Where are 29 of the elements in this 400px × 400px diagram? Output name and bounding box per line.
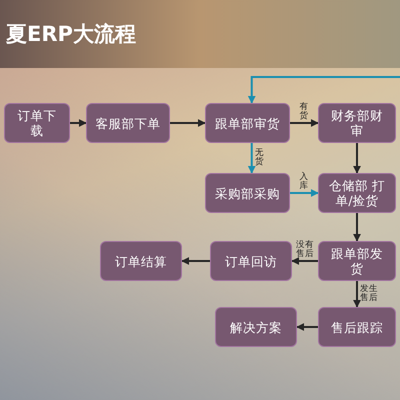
process-box: 跟单部发货 (318, 241, 396, 281)
edge-label: 发生售后 (360, 285, 378, 303)
arrow (353, 213, 361, 242)
process-box: 订单结算 (100, 241, 182, 281)
process-box: 订单下载 (4, 103, 70, 143)
arrow (181, 257, 210, 265)
process-box: 跟单部审货 (205, 103, 290, 143)
process-box: 订单回访 (210, 241, 292, 281)
process-box: 客服部下单 (86, 103, 170, 143)
edge-label: 入库 (300, 173, 308, 191)
title: 夏ERP大流程 (6, 21, 136, 48)
arrow (353, 281, 361, 308)
arrow (290, 119, 319, 127)
arrow (170, 119, 206, 127)
process-box: 财务部财审 (318, 103, 396, 143)
arrow (248, 143, 256, 174)
edge-label: 没有售后 (296, 241, 314, 259)
arrow (296, 323, 318, 331)
arrow (353, 143, 361, 174)
process-box: 仓储部 打单/捡货 (318, 173, 396, 213)
process-box: 解决方案 (215, 307, 297, 347)
edge-label: 无货 (254, 149, 264, 167)
edge-label: 有货 (300, 103, 308, 121)
arrow (248, 76, 400, 104)
process-box: 售后跟踪 (318, 307, 396, 347)
arrow (290, 189, 319, 197)
arrow (291, 257, 318, 265)
process-box: 采购部采购 (205, 173, 290, 213)
arrow (70, 119, 87, 127)
